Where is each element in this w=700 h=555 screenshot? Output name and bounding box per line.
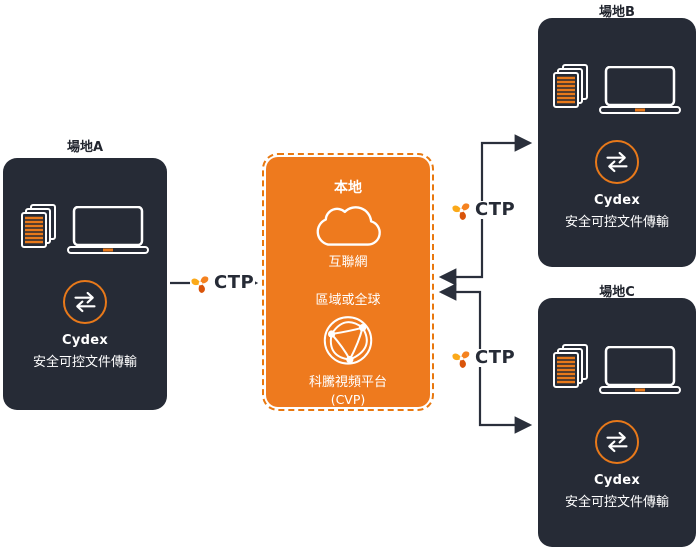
site-b-product: Cydex [593, 193, 641, 208]
documents-icon [553, 64, 588, 108]
site-c-product: Cydex [593, 473, 641, 488]
ctp-label-b: CTP [451, 199, 517, 221]
laptop-icon [599, 346, 681, 394]
cloud-icon [316, 206, 381, 246]
documents-icon [21, 204, 56, 248]
site-b-icons [553, 64, 681, 114]
documents-icon [553, 344, 588, 388]
ctp-logo-icon [191, 275, 209, 293]
center-platform-outline: 本地 互聯網 區域或全球 科騰視頻平台 (CVP) [262, 153, 434, 411]
transfer-arrows-icon [606, 151, 628, 173]
transfer-arrows-icon [74, 291, 96, 313]
site-a-icons [21, 204, 149, 254]
platform-name: 科騰視頻平台 [308, 375, 387, 390]
ctp-label-text: CTP [213, 272, 256, 293]
ctp-label-c: CTP [451, 347, 517, 369]
transfer-circle [63, 280, 107, 324]
laptop-icon [67, 206, 149, 254]
transfer-circle [595, 420, 639, 464]
site-a-caption: 安全可控文件傳輸 [32, 355, 137, 370]
ctp-label-a: CTP [190, 272, 256, 294]
site-c-title: 場地C [599, 285, 635, 300]
ctp-logo-icon [452, 350, 470, 368]
center-title: 本地 [334, 180, 362, 196]
center-platform-panel: 本地 互聯網 區域或全球 科騰視頻平台 (CVP) [266, 157, 430, 407]
site-b-title: 場地B [599, 5, 635, 20]
internet-label: 互聯網 [328, 255, 368, 271]
site-a-panel: Cydex 安全可控文件傳輸 [3, 158, 167, 410]
transfer-circle [595, 140, 639, 184]
site-c-icons [553, 344, 681, 394]
platform-abbr: (CVP) [330, 392, 366, 407]
site-a-product: Cydex [61, 333, 109, 348]
scope-label: 區域或全球 [315, 293, 381, 309]
laptop-icon [599, 66, 681, 114]
site-c-panel: Cydex 安全可控文件傳輸 [538, 298, 696, 547]
ctp-label-text: CTP [474, 199, 517, 220]
site-b-caption: 安全可控文件傳輸 [564, 215, 669, 230]
site-c-caption: 安全可控文件傳輸 [564, 495, 669, 510]
site-a-title: 場地A [66, 140, 104, 155]
transfer-arrows-icon [606, 431, 628, 453]
ctp-logo-icon [452, 202, 470, 220]
site-b-panel: Cydex 安全可控文件傳輸 [538, 18, 696, 267]
global-network-icon [323, 316, 373, 365]
ctp-label-text: CTP [474, 347, 517, 368]
